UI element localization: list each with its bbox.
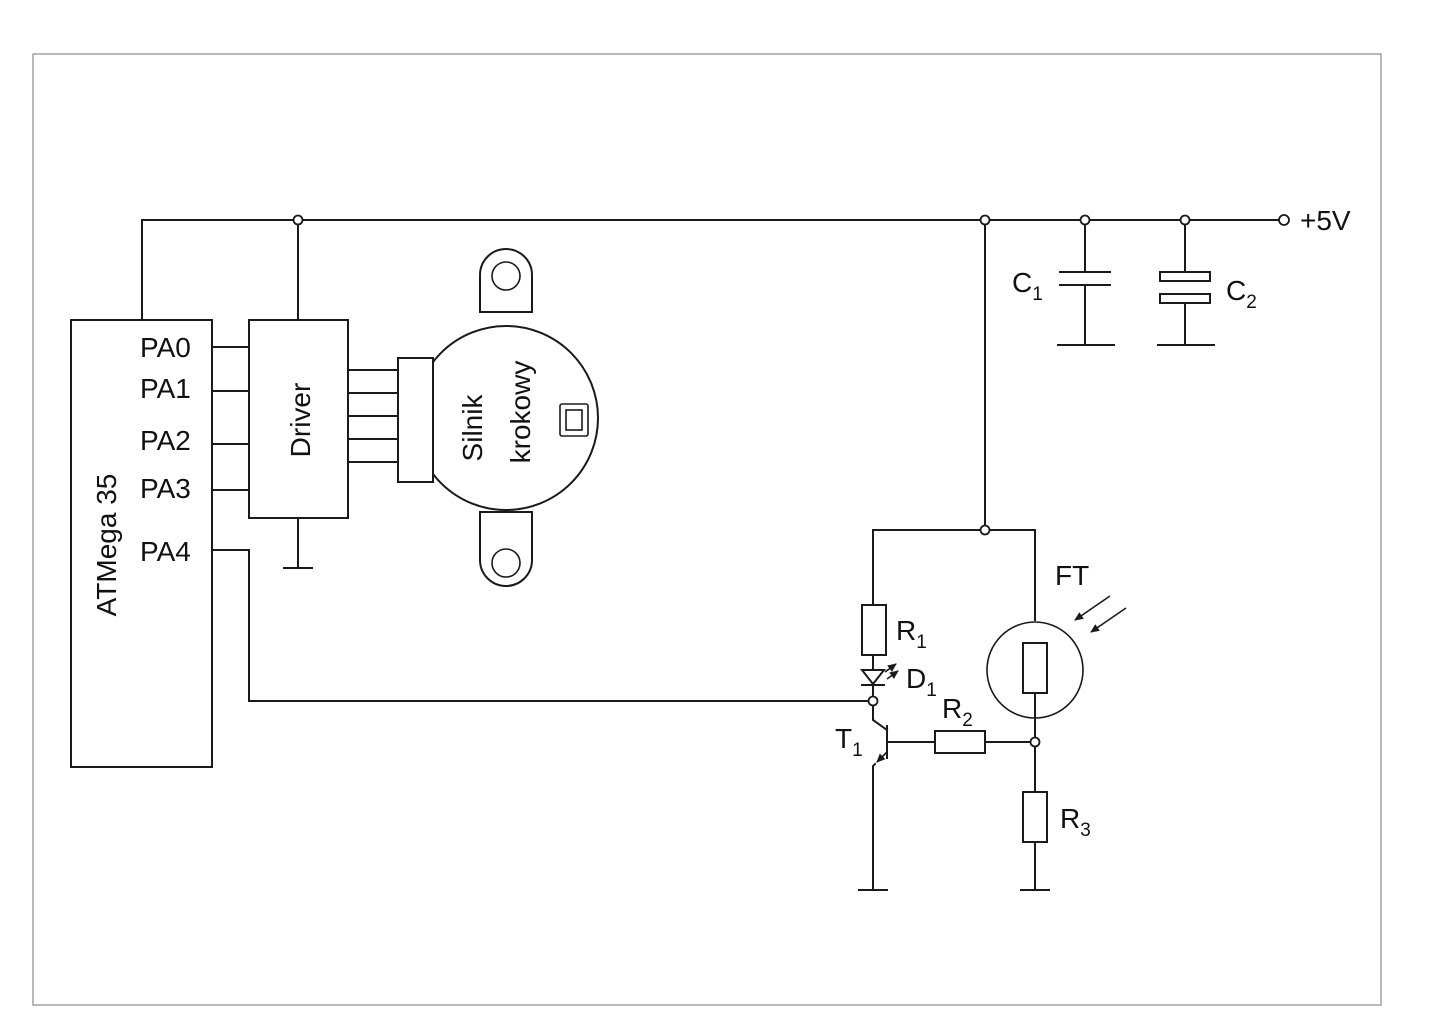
- supply-rail: [141, 219, 1279, 531]
- supply-label: +5V: [1300, 205, 1351, 236]
- pa4-signal-wire: [211, 549, 874, 702]
- capacitor-c2: [1157, 271, 1215, 346]
- junction-node: [1029, 736, 1041, 748]
- supply-terminal: [1278, 214, 1290, 226]
- mcu-name: ATMega 35: [91, 474, 122, 617]
- driver-label: Driver: [285, 383, 316, 458]
- resistor-r2: [934, 730, 986, 754]
- driver-motor-wires: [347, 369, 399, 463]
- d1-label: D1: [906, 663, 937, 701]
- mcu-pin-pa3: PA3: [140, 473, 191, 504]
- led-d1: [859, 654, 899, 697]
- junction-node: [1079, 214, 1091, 226]
- t1-label: T1: [835, 723, 863, 761]
- mcu-pin-pa4: PA4: [140, 536, 191, 567]
- junction-node: [979, 524, 991, 536]
- c2-label: C2: [1226, 275, 1257, 313]
- mcu-driver-wires: [211, 346, 250, 491]
- transistor-t1: [858, 705, 936, 891]
- junction-node: [1179, 214, 1191, 226]
- junction-node: [292, 214, 304, 226]
- driver-ground: [283, 517, 313, 569]
- sensor-branch-wire: [872, 529, 1036, 621]
- r3-label: R3: [1060, 803, 1091, 841]
- resistor-r3-branch: [1020, 746, 1050, 891]
- junction-node: [979, 214, 991, 226]
- motor-label-line2: krokowy: [505, 361, 536, 464]
- junction-node: [867, 695, 879, 707]
- photoresistor-ft: [986, 595, 1127, 743]
- c1-label: C1: [1012, 267, 1043, 305]
- ft-label: FT: [1055, 560, 1089, 591]
- r2-label: R2: [942, 693, 973, 731]
- stepper-motor: [397, 248, 599, 587]
- mcu-pin-pa2: PA2: [140, 425, 191, 456]
- mcu-pin-pa0: PA0: [140, 332, 191, 363]
- resistor-r1: [861, 604, 887, 656]
- mcu-body: [70, 319, 213, 768]
- sheet-border: [32, 53, 1382, 1006]
- r1-label: R1: [896, 615, 927, 653]
- capacitor-c1: [1057, 271, 1115, 346]
- motor-label-line1: Silnik: [457, 394, 488, 462]
- mcu-pin-pa1: PA1: [140, 373, 191, 404]
